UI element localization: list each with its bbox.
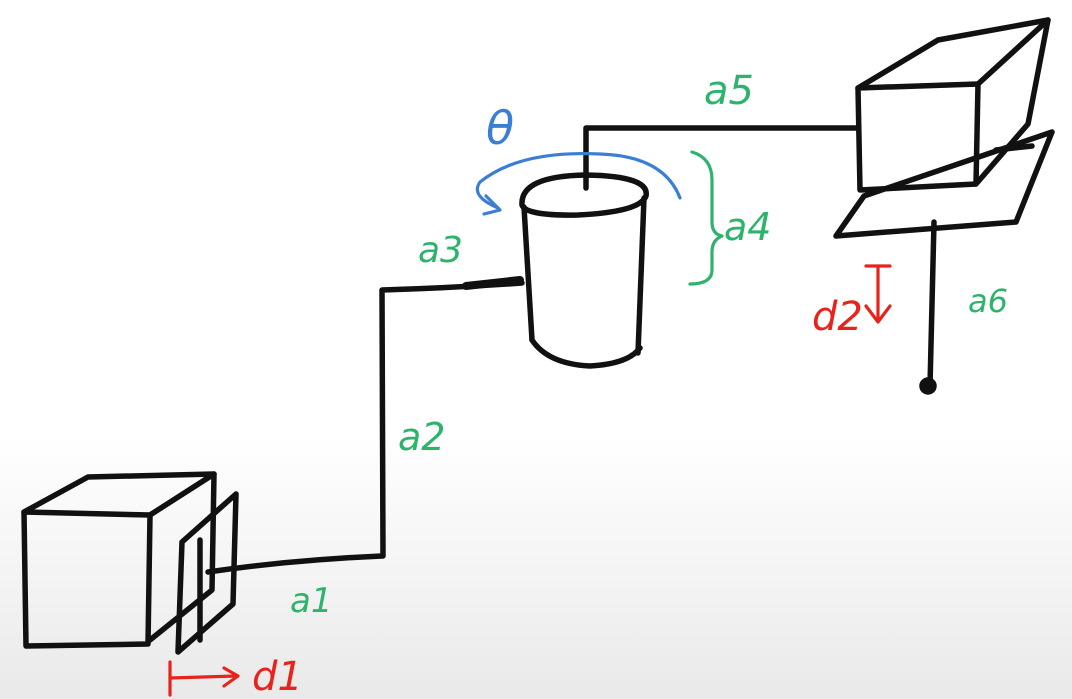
end-effector-cube xyxy=(855,17,1051,193)
base-cube-top xyxy=(21,471,217,518)
cylinder-bottom xyxy=(529,337,643,369)
label-d1: d1 xyxy=(252,654,303,699)
joint-shaft xyxy=(583,125,859,191)
sliding-plate xyxy=(175,491,239,655)
label-a3: a3 xyxy=(418,230,463,271)
gripper-rod xyxy=(927,219,937,389)
label-a2: a2 xyxy=(398,415,445,459)
label-d2: d2 xyxy=(812,294,863,340)
brace-a4 xyxy=(688,150,724,286)
cylinder-side-left xyxy=(521,204,535,343)
base-cube-front xyxy=(21,509,153,649)
end-cube-front xyxy=(855,81,981,193)
gripper-tip xyxy=(919,377,937,395)
link-a1-a2-a3 xyxy=(205,276,525,575)
label-theta: θ xyxy=(486,101,514,155)
label-a5: a5 xyxy=(704,68,754,114)
base-cube xyxy=(21,471,217,649)
cylinder-side-right xyxy=(635,195,647,356)
label-a6: a6 xyxy=(968,282,1008,320)
cylinder-top xyxy=(519,172,649,218)
d2-arrow xyxy=(864,264,892,324)
label-a1: a1 xyxy=(290,581,332,621)
label-a4: a4 xyxy=(724,205,771,249)
d1-arrow xyxy=(168,660,240,697)
end-cube-side xyxy=(973,17,1051,187)
rotation-arrow xyxy=(475,151,682,216)
end-cube-top xyxy=(855,17,1051,91)
revolute-joint-cylinder xyxy=(519,125,859,369)
end-plate xyxy=(833,129,1055,395)
